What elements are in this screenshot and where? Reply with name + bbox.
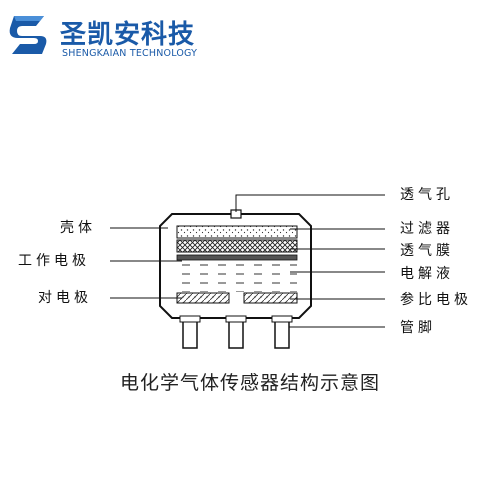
brand-logo: 圣凯安科技 SHENGKAIAN TECHNOLOGY [0, 0, 260, 70]
label-working-electrode: 工作电极 [18, 253, 90, 269]
label-electrolyte: 电解液 [400, 266, 454, 282]
label-breathable-membrane: 透气膜 [400, 243, 454, 259]
electrolyte-layer [177, 262, 297, 292]
brand-name-en: SHENGKAIAN TECHNOLOGY [62, 48, 198, 59]
reference-electrode-layer [243, 292, 298, 304]
label-counter-electrode: 对电极 [38, 290, 92, 306]
leader-vent-hole [235, 194, 385, 200]
membrane-layer [176, 239, 298, 253]
label-reference-electrode: 参比电极 [400, 292, 472, 308]
label-filter: 过滤器 [400, 221, 454, 237]
label-shell: 壳体 [60, 220, 96, 236]
label-pins: 管脚 [400, 320, 436, 336]
label-vent-hole: 透气孔 [400, 187, 454, 203]
counter-electrode-layer [176, 292, 230, 304]
filter-layer [176, 225, 298, 239]
logo-mark-icon [9, 16, 47, 54]
working-electrode-layer [176, 254, 298, 261]
brand-name-cn: 圣凯安科技 [60, 20, 196, 50]
diagram-caption: 电化学气体传感器结构示意图 [119, 372, 380, 394]
